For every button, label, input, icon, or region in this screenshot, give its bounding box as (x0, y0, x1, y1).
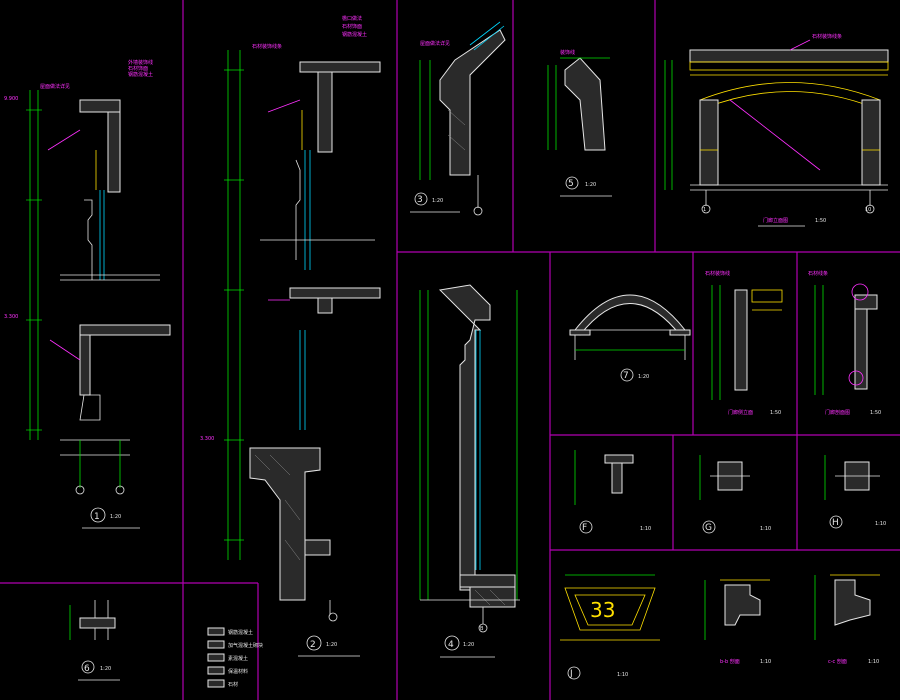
legend-item-5: 石材 (228, 681, 238, 688)
panel-6-scale: 1:20 (100, 666, 111, 672)
dim-ground: 3.300 (200, 436, 214, 442)
section-2: 石材装饰线条 檐口做法 石材饰面 钢筋混凝土 3.300 2 1:20 (200, 15, 381, 657)
section-5: 装饰线 5 1:20 (547, 49, 612, 197)
porch-elevation: 石材装饰线条 1 10 门廊立面图 1:50 (664, 33, 889, 227)
section-7-arch: 7 1:20 (569, 294, 691, 382)
legend-item-3: 素混凝土 (228, 655, 248, 662)
svg-text:3.300: 3.300 (4, 314, 18, 320)
panel-4-number: 4 (448, 640, 454, 650)
panel-h-number: H (832, 518, 839, 528)
panel-7-number: 7 (623, 371, 629, 381)
panel-2-number: 2 (310, 640, 316, 650)
axis-b: B (480, 626, 484, 632)
panel-5-number: 5 (568, 179, 574, 189)
svg-text:石材装饰线: 石材装饰线 (705, 270, 730, 277)
panel-6-number: 6 (84, 664, 90, 674)
section-6: 6 1:20 (69, 600, 120, 681)
porch-details: 石材装饰线 门廊侧立面 1:50 石材线条 门廊剖面图 1:50 (705, 270, 881, 416)
panel-5-scale: 1:20 (585, 182, 596, 188)
section-cc-title: c-c 剖面 (828, 658, 847, 665)
detail-b-title: 门廊剖面图 (825, 409, 850, 416)
legend-item-4: 保温材料 (228, 668, 248, 675)
svg-text:石材装饰线条: 石材装饰线条 (252, 43, 282, 50)
panel-j-number: J (569, 669, 573, 679)
svg-text:石材装饰线条: 石材装饰线条 (812, 33, 842, 40)
panel-7-scale: 1:20 (638, 374, 649, 380)
panel-g-number: G (705, 523, 712, 533)
panel-f-number: F (582, 523, 587, 533)
section-4: B 4 1:20 (419, 284, 520, 658)
svg-text:钢筋混凝土: 钢筋混凝土 (342, 31, 367, 38)
legend-item-1: 钢筋混凝土 (228, 629, 253, 636)
svg-text:檐口做法: 檐口做法 (342, 15, 362, 22)
panel-3-number: 3 (417, 195, 423, 205)
svg-text:屋面做法详见: 屋面做法详见 (420, 40, 450, 47)
section-1: 屋面做法详见 外墙装饰线 石材饰面 钢筋混凝土 9.900 3.300 1 1:… (4, 59, 171, 529)
panel-j-scale: 1:10 (617, 672, 628, 678)
legend-item-2: 加气混凝土砌块 (228, 642, 263, 649)
section-bb-title: b-b 剖面 (720, 658, 740, 665)
section-bb-scale: 1:10 (760, 659, 771, 665)
svg-text:石材饰面: 石材饰面 (342, 23, 362, 30)
section-cc-scale: 1:10 (868, 659, 879, 665)
keystone-number: 33 (590, 598, 615, 622)
panel-3-scale: 1:20 (432, 198, 443, 204)
elevation-scale: 1:50 (815, 218, 826, 224)
panel-2-scale: 1:20 (326, 642, 337, 648)
axis-left: 1 (703, 207, 706, 213)
panel-h-scale: 1:10 (875, 521, 886, 527)
sections-bb-cc: b-b 剖面 1:10 c-c 剖面 1:10 (704, 574, 880, 665)
panel-g-scale: 1:10 (760, 526, 771, 532)
material-legend: 钢筋混凝土 加气混凝土砌块 素混凝土 保温材料 石材 (207, 627, 263, 688)
panel-4-scale: 1:20 (463, 642, 474, 648)
svg-text:石材饰面: 石材饰面 (128, 65, 148, 72)
elevation-title: 门廊立面图 (763, 217, 788, 224)
details-fgh: F 1:10 G 1:10 H 1:10 (574, 450, 886, 534)
panel-1-scale: 1:20 (110, 514, 121, 520)
detail-a-title: 门廊侧立面 (728, 409, 753, 416)
svg-text:钢筋混凝土: 钢筋混凝土 (128, 71, 153, 78)
svg-text:9.900: 9.900 (4, 96, 18, 102)
svg-text:装饰线: 装饰线 (560, 49, 575, 56)
svg-text:石材线条: 石材线条 (808, 270, 828, 277)
detail-b-scale: 1:50 (870, 410, 881, 416)
detail-j-keystone: 33 J 1:10 (560, 574, 660, 680)
detail-a-scale: 1:50 (770, 410, 781, 416)
axis-right: 10 (865, 207, 871, 213)
svg-text:外墙装饰线: 外墙装饰线 (128, 59, 153, 66)
panel-1-number: 1 (94, 512, 100, 522)
section-3: 屋面做法详见 3 1:20 (410, 21, 506, 216)
svg-text:屋面做法详见: 屋面做法详见 (40, 83, 70, 90)
panel-f-scale: 1:10 (640, 526, 651, 532)
